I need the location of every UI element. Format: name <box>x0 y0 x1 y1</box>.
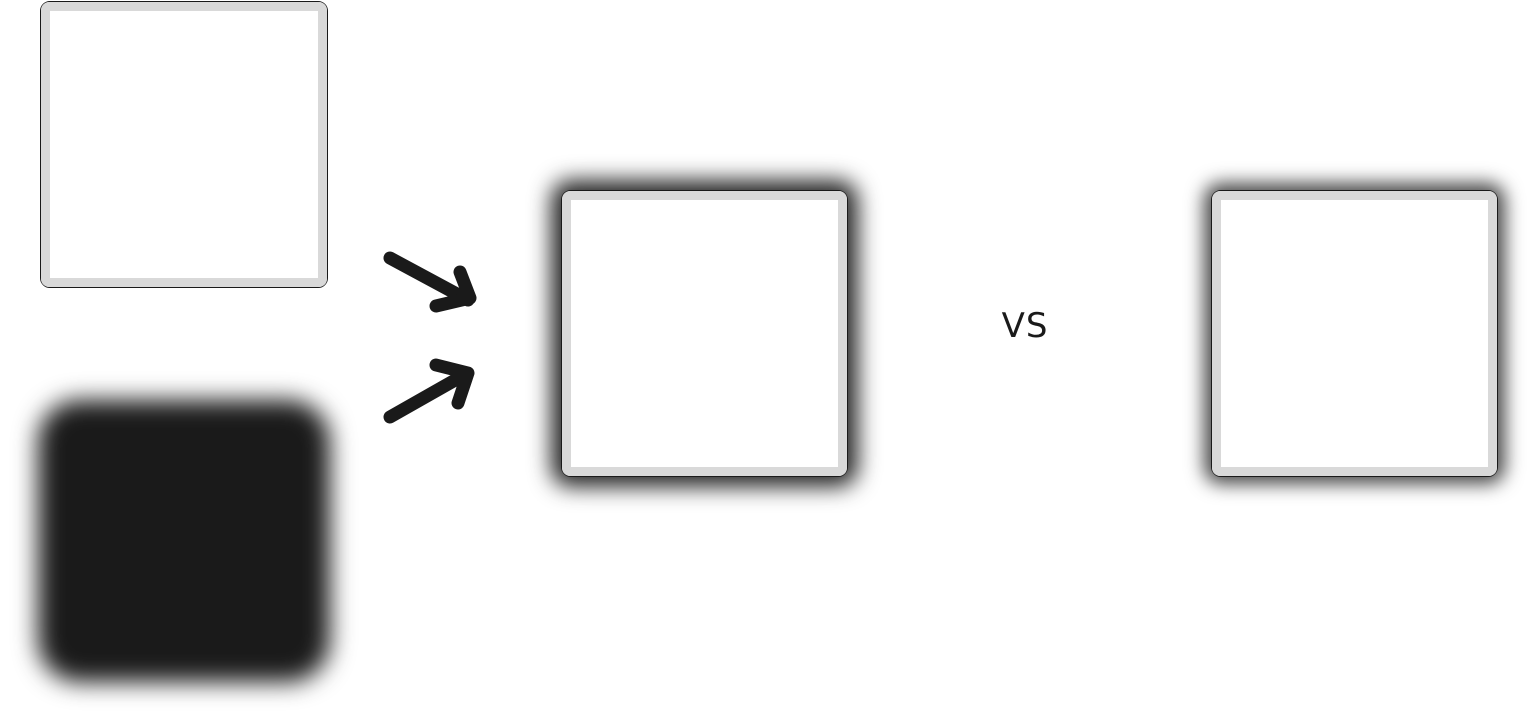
window-inner-frame <box>41 2 327 287</box>
composited-shadow-window <box>561 190 848 477</box>
blurred-shadow-shape <box>38 400 330 682</box>
vs-label: VS <box>1001 306 1049 346</box>
native-shadow-window <box>1211 190 1498 477</box>
plain-window-panel <box>40 1 328 288</box>
arrow-down-right-icon <box>383 251 477 313</box>
window-inner-frame <box>1212 191 1497 476</box>
window-inner-frame <box>562 191 847 476</box>
arrow-up-right-icon <box>383 358 475 424</box>
